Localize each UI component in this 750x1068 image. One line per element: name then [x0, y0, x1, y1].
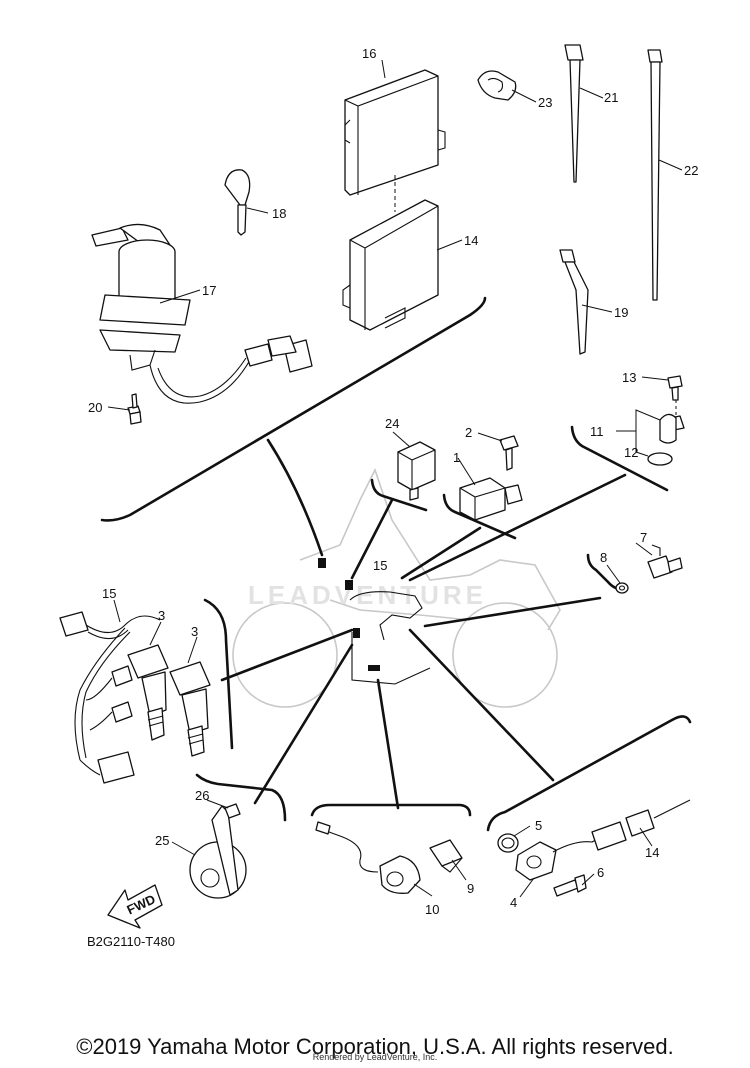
motorcycle-silhouette: LEADVENTURE [232, 467, 561, 708]
screw-2 [499, 435, 519, 471]
callout-16: 16 [362, 46, 376, 61]
wire-harness-15 [59, 611, 161, 784]
callout-14-ecu: 14 [464, 233, 478, 248]
bolt-6 [553, 874, 587, 897]
rendered-by-notice: Rendered by LeadVenture, Inc. [312, 1052, 438, 1062]
callout-2: 2 [465, 425, 472, 440]
sensor-10 [315, 821, 421, 894]
ignition-coil-left [127, 644, 169, 741]
callout-labels: 1 2 3 3 4 5 6 7 8 10 9 11 12 13 14 14 15… [88, 46, 698, 917]
callout-3a: 3 [158, 608, 165, 623]
cable-tie-19 [559, 249, 589, 355]
callout-18: 18 [272, 206, 286, 221]
callout-15-center: 15 [373, 558, 387, 573]
callout-5: 5 [535, 818, 542, 833]
callout-19: 19 [614, 305, 628, 320]
leader-lines [107, 59, 683, 898]
callout-23: 23 [538, 95, 552, 110]
cable-tie-22 [647, 49, 663, 301]
copyright-notice: ©2019 Yamaha Motor Corporation, U.S.A. A… [76, 1034, 674, 1059]
fwd-arrow: FWD [107, 884, 163, 929]
callout-4: 4 [510, 895, 517, 910]
sensor-9 [429, 839, 463, 873]
relay-24 [397, 441, 436, 501]
callout-17: 17 [202, 283, 216, 298]
callout-14-connector: 14 [645, 845, 659, 860]
sensor-1 [459, 477, 523, 521]
sensor-4 [515, 799, 691, 881]
parts-diagram: LEADVENTURE [59, 44, 698, 929]
callout-6: 6 [597, 865, 604, 880]
callout-24: 24 [385, 416, 399, 431]
oring-5 [497, 833, 519, 853]
drawing-code: B2G2110-T480 [87, 934, 175, 949]
bolt-20 [127, 393, 142, 425]
callout-1: 1 [453, 450, 460, 465]
callout-26: 26 [195, 788, 209, 803]
cable-tie-21 [564, 44, 584, 183]
ignition-switch [91, 223, 313, 404]
callout-3b: 3 [191, 624, 198, 639]
group-frames [100, 296, 692, 832]
sensor-11 [647, 375, 685, 466]
ignition-coil-right [169, 661, 211, 757]
callout-11: 11 [590, 424, 604, 439]
ecu-unit [344, 69, 446, 212]
key [224, 169, 251, 236]
clamp-23 [477, 70, 517, 101]
control-box [342, 199, 439, 331]
callout-9: 9 [467, 881, 474, 896]
callout-10: 10 [425, 902, 439, 917]
sender-7 [647, 544, 683, 579]
callout-22: 22 [684, 163, 698, 178]
callout-8: 8 [600, 550, 607, 565]
watermark-text: LEADVENTURE [248, 580, 487, 610]
callout-13: 13 [622, 370, 636, 385]
callout-25: 25 [155, 833, 169, 848]
horn-25 [189, 805, 247, 899]
callout-15-harness: 15 [102, 586, 116, 601]
washer-8 [615, 582, 629, 594]
callout-21: 21 [604, 90, 618, 105]
callout-20: 20 [88, 400, 102, 415]
nut-26 [224, 803, 241, 819]
callout-12: 12 [624, 445, 638, 460]
callout-7: 7 [640, 530, 647, 545]
